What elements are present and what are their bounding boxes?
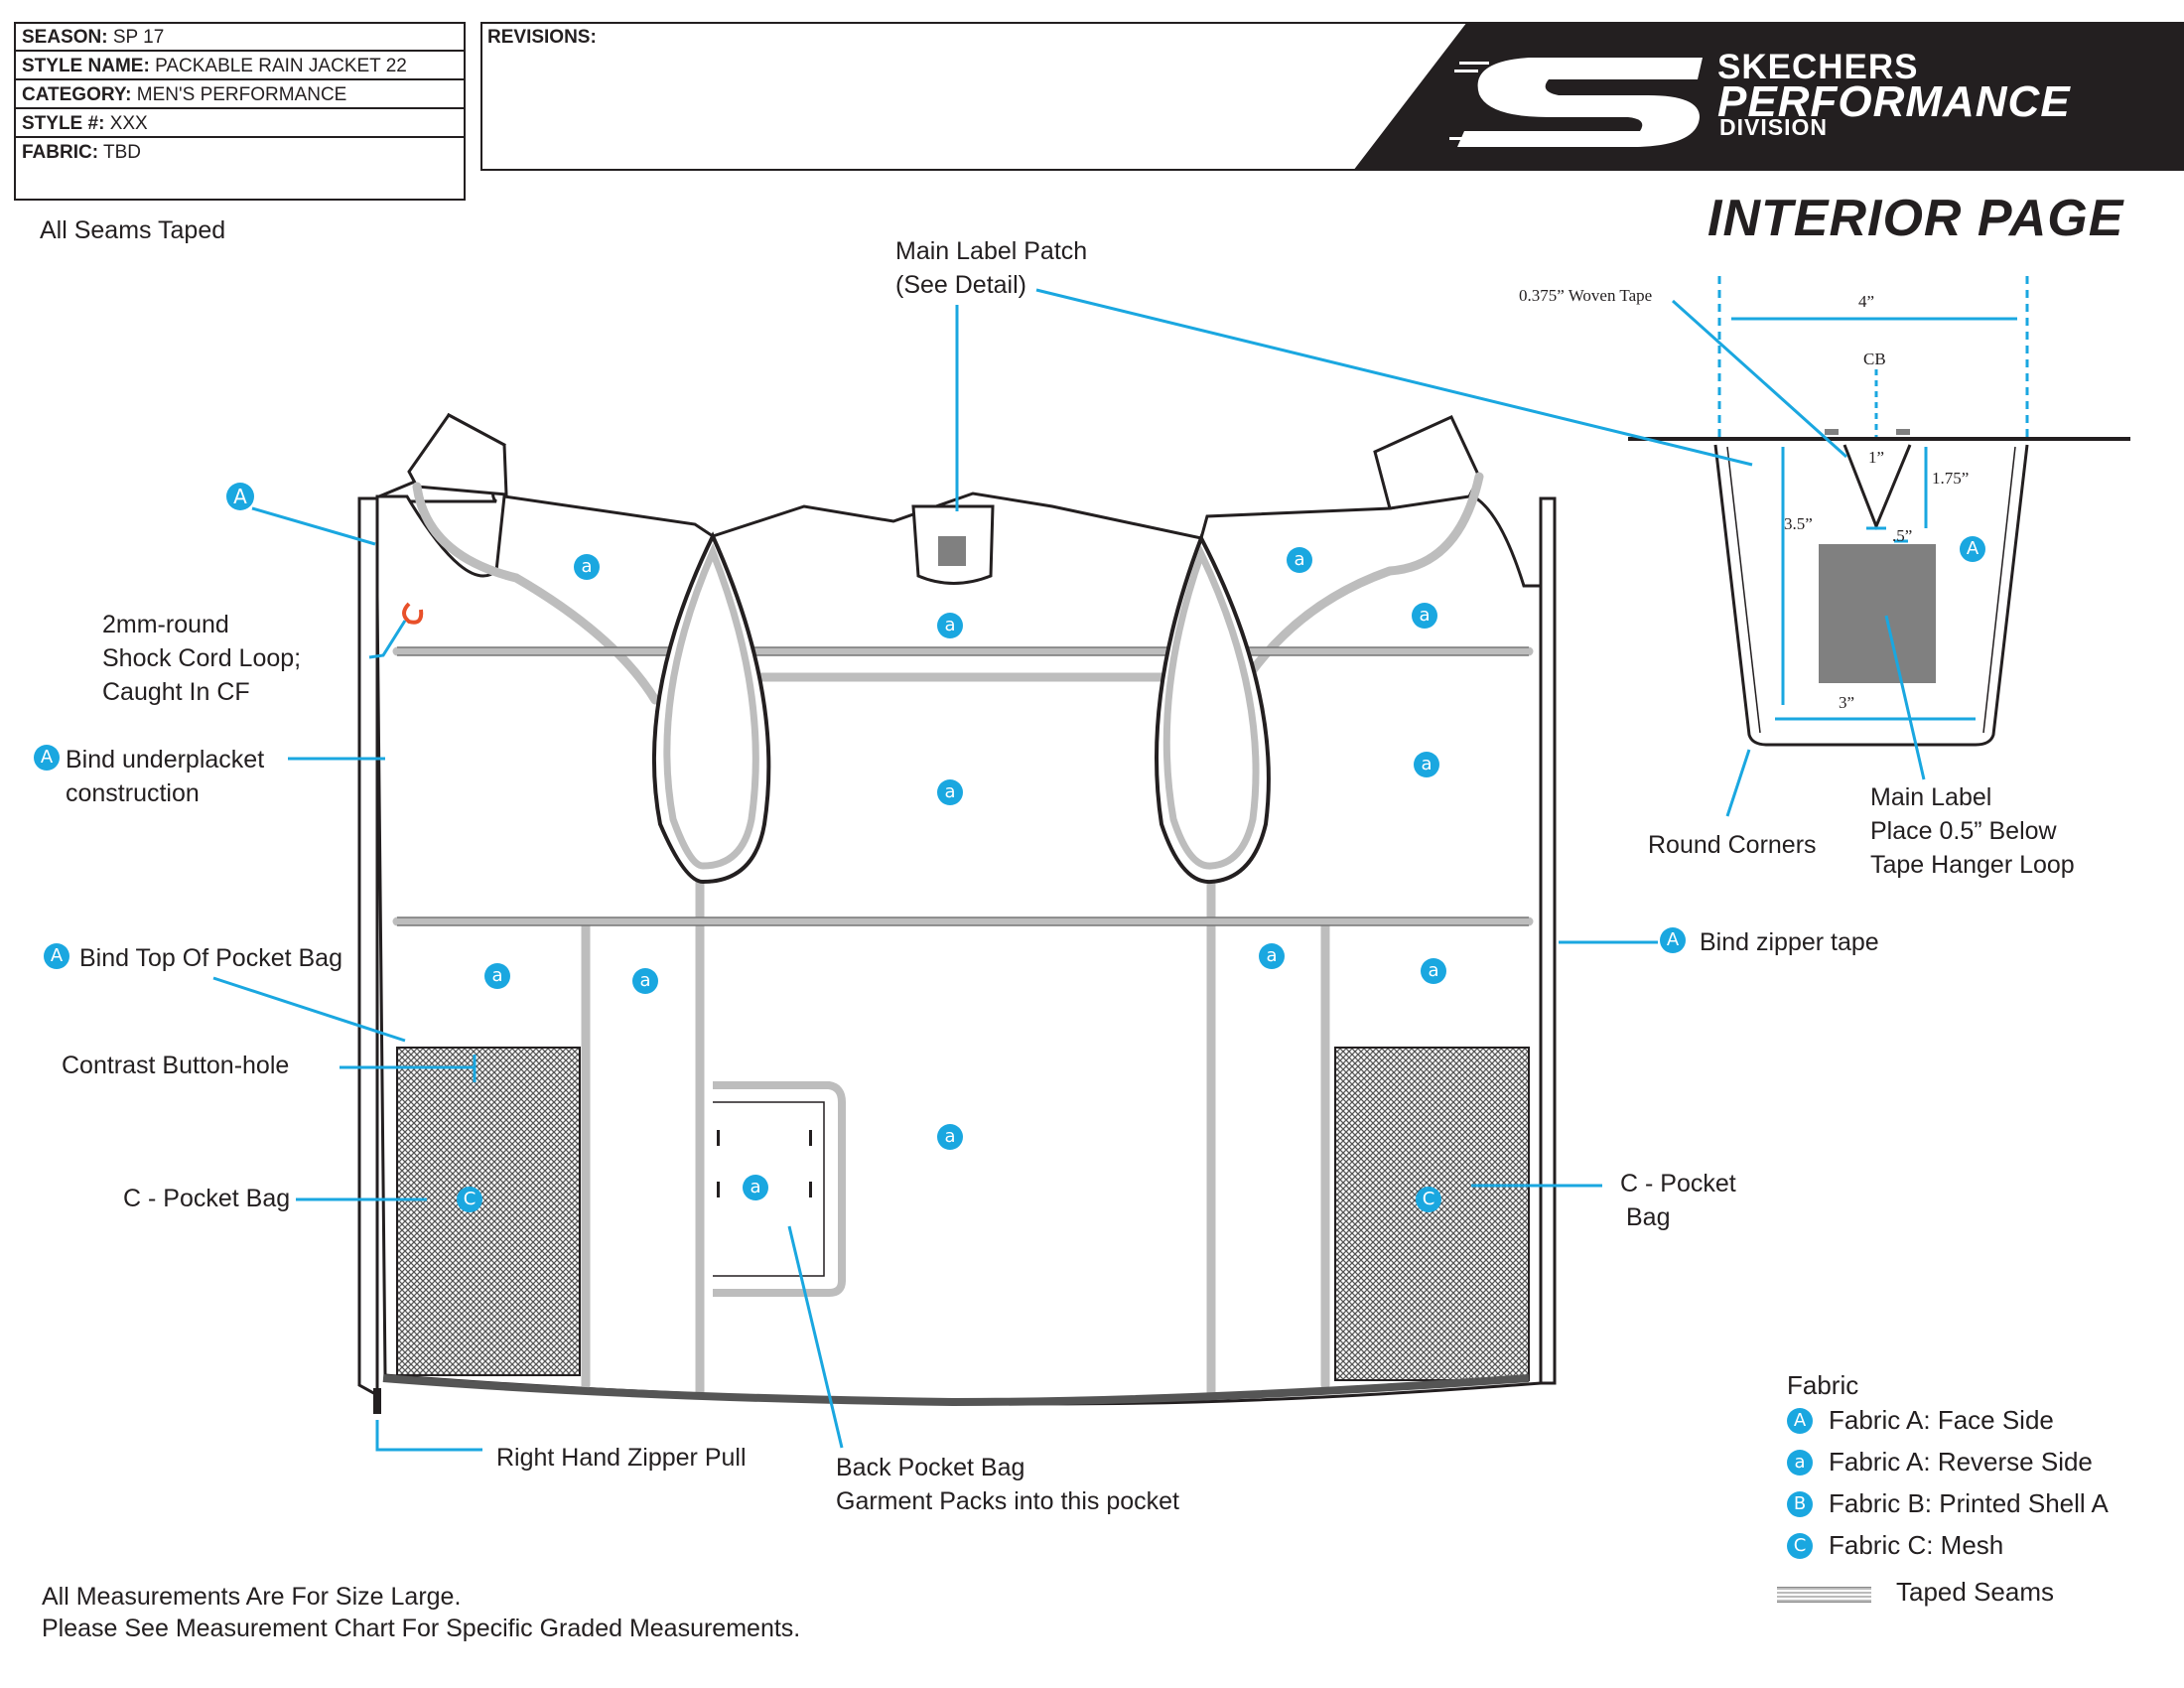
- category-row: CATEGORY: MEN'S PERFORMANCE: [16, 81, 464, 109]
- c-pocket-bag-right-line1: C - Pocket: [1620, 1170, 1736, 1197]
- one-inch-dimension: 1”: [1868, 448, 1885, 467]
- badge-a-9: a: [1259, 943, 1285, 969]
- badge-a-4: a: [937, 613, 963, 638]
- badge-a-2: a: [1287, 547, 1312, 573]
- cb-label: CB: [1863, 350, 1886, 368]
- zipper-pull-icon: [373, 1388, 381, 1414]
- legend-taped-seams: Taped Seams: [1896, 1577, 2054, 1607]
- width-dimension: 4”: [1858, 292, 1875, 311]
- fabric-label: FABRIC:: [22, 142, 99, 163]
- brand-name: SKECHERS: [1717, 48, 1919, 86]
- badge-a-5: a: [937, 779, 963, 805]
- c-pocket-bag-left-label: C - Pocket Bag: [123, 1185, 291, 1212]
- style-info-box: SEASON: SP 17 STYLE NAME: PACKABLE RAIN …: [14, 22, 466, 201]
- bind-underplacket-line1: Bind underplacket: [66, 746, 265, 774]
- fabric-row: FABRIC: TBD: [16, 139, 464, 167]
- one75-dimension: 1.75”: [1932, 469, 1970, 488]
- badge-a-12: a: [743, 1175, 768, 1200]
- neck-label-patch: [911, 504, 995, 585]
- shock-cord-loop-icon: [402, 602, 424, 625]
- note-line2: Please See Measurement Chart For Specifi…: [42, 1615, 801, 1642]
- bind-underplacket-line2: construction: [66, 779, 200, 807]
- style-name-row: STYLE NAME: PACKABLE RAIN JACKET 22: [16, 53, 464, 80]
- woven-tape-label: 0.375” Woven Tape: [1519, 286, 1653, 305]
- badge-a-11: a: [937, 1124, 963, 1150]
- badge-a-1: a: [574, 554, 600, 580]
- half-inch-dimension: .5”: [1892, 526, 1913, 545]
- badge-A-zipper-tape: A: [1660, 927, 1686, 953]
- round-corners-label: Round Corners: [1648, 831, 1817, 859]
- badge-A-detail: A: [1960, 536, 1985, 562]
- back-pocket-line1: Back Pocket Bag: [836, 1454, 1025, 1481]
- legend-item-A: Fabric A: Face Side: [1829, 1405, 2054, 1435]
- shock-cord-line1: 2mm-round: [102, 611, 229, 638]
- legend-title: Fabric: [1787, 1370, 1859, 1400]
- bind-top-pocket-label: Bind Top Of Pocket Bag: [79, 944, 342, 972]
- main-label-patch-line1: Main Label Patch: [895, 237, 1088, 265]
- right-zipper-pull-label: Right Hand Zipper Pull: [496, 1444, 747, 1472]
- badge-a-10: a: [1421, 958, 1446, 984]
- legend-badge-a: a: [1787, 1450, 1813, 1476]
- badge-a-7: a: [484, 963, 510, 989]
- badge-A-pocket-top: A: [44, 943, 69, 969]
- page-title: INTERIOR PAGE: [1707, 190, 2124, 247]
- season-value: SP 17: [112, 27, 165, 48]
- main-label-line3: Tape Hanger Loop: [1870, 851, 2075, 879]
- brand-subtitle: PERFORMANCE: [1717, 77, 2071, 126]
- main-label-line2: Place 0.5” Below: [1870, 817, 2057, 845]
- legend-badge-A: A: [1787, 1408, 1813, 1434]
- contrast-buttonhole-label: Contrast Button-hole: [62, 1052, 290, 1079]
- season-label: SEASON:: [22, 27, 108, 48]
- armhole-loops: [651, 531, 1271, 885]
- badge-a-3: a: [1412, 603, 1437, 629]
- style-no-value: XXX: [109, 113, 148, 134]
- badge-a-6: a: [1414, 752, 1439, 777]
- badge-A-underplacket: A: [34, 745, 60, 771]
- style-no-row: STYLE #: XXX: [16, 110, 464, 138]
- main-label-patch-line2: (See Detail): [895, 271, 1026, 299]
- bind-zipper-tape-label: Bind zipper tape: [1700, 928, 1879, 956]
- shock-cord-line3: Caught In CF: [102, 678, 250, 706]
- three5-dimension: 3.5”: [1784, 514, 1813, 533]
- hem-binding: [382, 1374, 1530, 1407]
- legend-item-B: Fabric B: Printed Shell A: [1829, 1488, 2109, 1518]
- shock-cord-line2: Shock Cord Loop;: [102, 644, 302, 672]
- style-name-value: PACKABLE RAIN JACKET 22: [155, 56, 407, 76]
- badge-C-right: C: [1416, 1187, 1441, 1212]
- callout-leaders: [212, 288, 1926, 1452]
- note-line1: All Measurements Are For Size Large.: [42, 1583, 462, 1611]
- revisions-label: REVISIONS:: [487, 27, 597, 48]
- legend-badge-B: B: [1787, 1491, 1813, 1517]
- taped-seams: [392, 472, 1534, 1400]
- fabric-value: TBD: [103, 142, 141, 163]
- legend-badge-C: C: [1787, 1533, 1813, 1559]
- main-label-line1: Main Label: [1870, 783, 1992, 811]
- legend-item-a: Fabric A: Reverse Side: [1829, 1447, 2093, 1477]
- back-pocket: [713, 1081, 846, 1297]
- category-label: CATEGORY:: [22, 84, 132, 105]
- back-pocket-line2: Garment Packs into this pocket: [836, 1487, 1179, 1515]
- brand-division: DIVISION: [1719, 114, 1828, 140]
- badge-C-left: C: [457, 1187, 482, 1212]
- style-no-label: STYLE #:: [22, 113, 105, 134]
- all-seams-note: All Seams Taped: [40, 216, 226, 244]
- legend-item-C: Fabric C: Mesh: [1829, 1530, 2004, 1560]
- label-detail-drawing: [1628, 276, 2130, 747]
- mesh-pocket-bag-right: [1334, 1047, 1530, 1381]
- category-value: MEN'S PERFORMANCE: [136, 84, 347, 105]
- c-pocket-bag-right-line2: Bag: [1626, 1203, 1671, 1231]
- mesh-pocket-bag-left: [396, 1047, 581, 1376]
- badge-a-8: a: [632, 968, 658, 994]
- season-row: SEASON: SP 17: [16, 24, 464, 52]
- taped-seams-swatch-icon: [1777, 1587, 1871, 1603]
- badge-A-placket: A: [226, 483, 254, 510]
- brand-logo-icon: [1449, 58, 1703, 147]
- style-name-label: STYLE NAME:: [22, 56, 150, 76]
- three-inch-dimension: 3”: [1839, 693, 1855, 712]
